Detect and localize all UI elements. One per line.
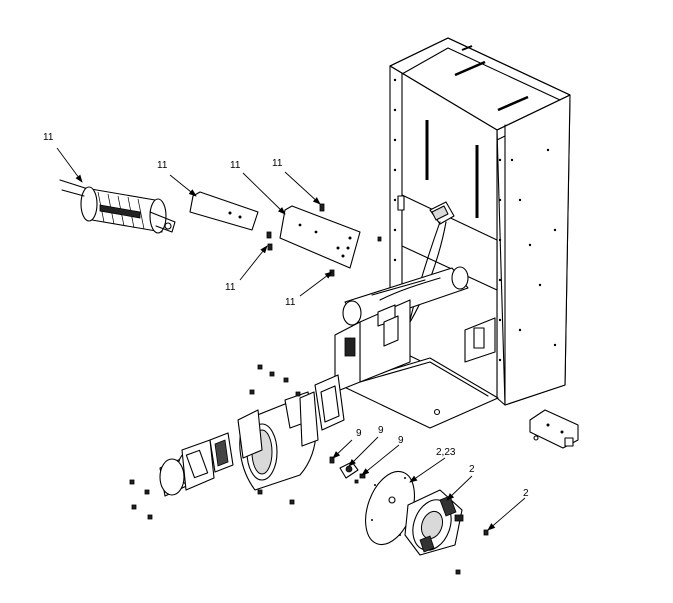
side-bracket [529, 409, 579, 449]
gasket-1 [181, 439, 215, 491]
screws-lower [129, 364, 489, 575]
mounting-plate-1 [189, 191, 259, 231]
callout-11-screw-left: 11 [225, 282, 236, 293]
callout-9-b: 9 [378, 425, 384, 436]
limit-switch-parts [329, 456, 366, 484]
callout-11-plate-2: 11 [230, 160, 241, 171]
mounting-plate-2 [279, 205, 361, 269]
gasket-2 [209, 432, 234, 473]
callout-11-screw-top: 11 [272, 158, 283, 169]
callout-2-23: 2,23 [436, 447, 456, 458]
callout-11-plate-1: 11 [157, 160, 168, 171]
combustion-motor [404, 489, 464, 556]
burn-tube [342, 266, 469, 326]
callout-9-a: 9 [356, 428, 362, 439]
callout-labels: 11 11 11 11 11 11 9 9 9 2,23 2 2 [43, 132, 529, 499]
callout-11-blower: 11 [43, 132, 54, 143]
leader-lines [56, 147, 526, 531]
blower-gasket [314, 374, 345, 431]
combustion-blower-housing [237, 391, 319, 491]
control-box [334, 299, 411, 393]
convection-blower [59, 179, 176, 234]
callout-11-screw-right: 11 [285, 297, 296, 308]
callout-9-c: 9 [398, 435, 404, 446]
callout-2-motor: 2 [469, 464, 475, 475]
callout-2-screw: 2 [523, 488, 529, 499]
